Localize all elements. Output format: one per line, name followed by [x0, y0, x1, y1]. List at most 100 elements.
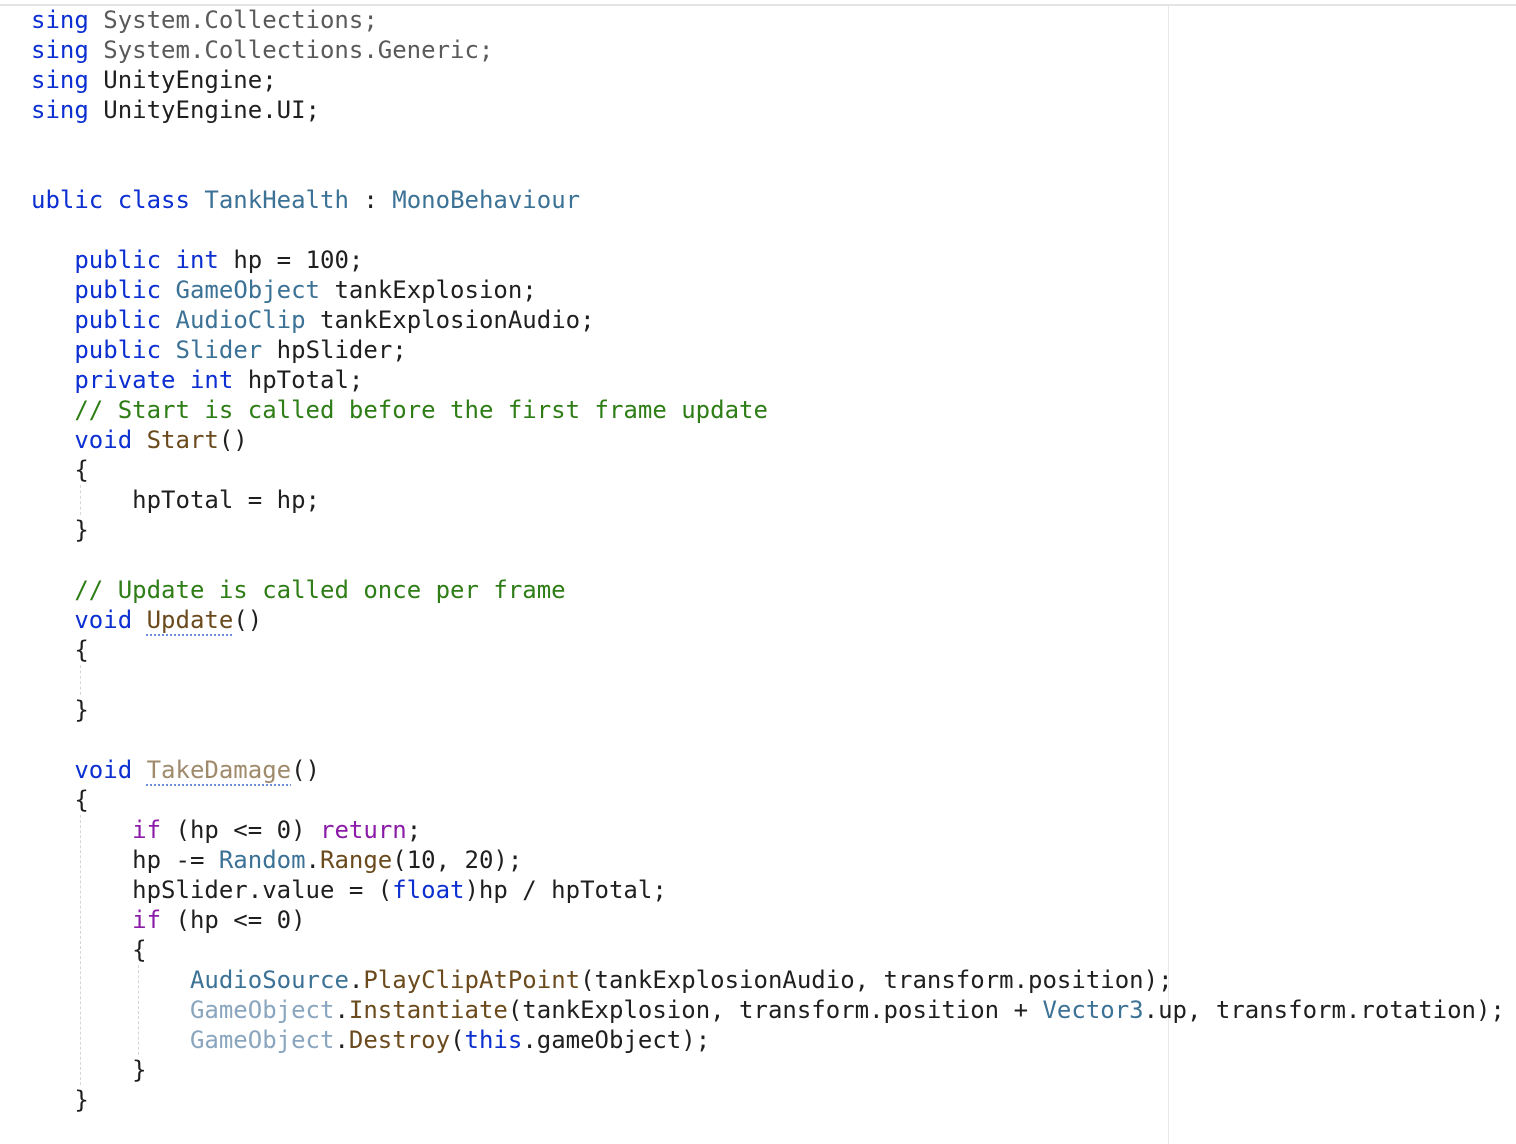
code-line[interactable]: hp -= Random.Range(10, 20); [31, 845, 1511, 875]
indent-guide [80, 815, 81, 1085]
code-token: hpTotal; [233, 366, 364, 394]
code-token: System.Collections; [88, 6, 378, 34]
code-line[interactable]: } [31, 1055, 1511, 1085]
code-token: float [392, 876, 465, 904]
code-line[interactable]: sing System.Collections; [31, 5, 1511, 35]
code-token [31, 366, 74, 394]
code-token: { [31, 456, 89, 484]
code-line[interactable]: public AudioClip tankExplosionAudio; [31, 305, 1511, 335]
code-line[interactable]: ublic class TankHealth : MonoBehaviour [31, 185, 1511, 215]
code-token: public [74, 276, 162, 304]
indent-guide [138, 965, 139, 1055]
code-token: Update [146, 606, 234, 634]
code-token: PlayClipAtPoint [363, 966, 581, 994]
code-token: GameObject [189, 996, 335, 1024]
code-line[interactable]: ​ [31, 155, 1511, 185]
code-line[interactable]: void Update() [31, 605, 1511, 635]
code-line[interactable]: public GameObject tankExplosion; [31, 275, 1511, 305]
indent-guide [80, 485, 81, 515]
code-content[interactable]: sing System.Collections;sing System.Coll… [31, 5, 1511, 1115]
code-token [31, 756, 74, 784]
code-line[interactable]: ​ [31, 725, 1511, 755]
code-token: GameObject [175, 276, 321, 304]
code-token [31, 606, 74, 634]
code-token: hp -= [31, 846, 219, 874]
code-token: } [31, 1056, 147, 1084]
code-token: )hp / hpTotal; [464, 876, 667, 904]
code-token [176, 366, 190, 394]
code-token [132, 606, 146, 634]
code-line[interactable]: ​ [31, 545, 1511, 575]
code-line[interactable]: { [31, 935, 1511, 965]
code-line[interactable]: void Start() [31, 425, 1511, 455]
code-token [31, 246, 74, 274]
code-token: (tankExplosionAudio, transform.position)… [580, 966, 1173, 994]
code-token: Vector3 [1042, 996, 1144, 1024]
code-line[interactable]: } [31, 515, 1511, 545]
code-token [190, 186, 204, 214]
code-line[interactable]: public Slider hpSlider; [31, 335, 1511, 365]
code-line[interactable]: AudioSource.PlayClipAtPoint(tankExplosio… [31, 965, 1511, 995]
code-token: { [31, 786, 89, 814]
code-token: . [334, 1026, 349, 1054]
column-ruler [1168, 6, 1169, 1144]
code-token [132, 756, 146, 784]
code-token: tankExplosion; [320, 276, 537, 304]
code-token: { [31, 936, 147, 964]
code-line[interactable]: void TakeDamage() [31, 755, 1511, 785]
code-line[interactable]: { [31, 455, 1511, 485]
code-token: void [74, 756, 133, 784]
code-token [31, 906, 132, 934]
code-token: public [74, 336, 162, 364]
code-line[interactable]: ​ [31, 665, 1511, 695]
code-token: sing [31, 66, 89, 94]
code-line[interactable]: { [31, 785, 1511, 815]
code-token: () [291, 756, 321, 784]
code-token: } [31, 516, 89, 544]
code-line[interactable]: GameObject.Instantiate(tankExplosion, tr… [31, 995, 1511, 1025]
code-token: tankExplosionAudio; [305, 306, 595, 334]
code-token [161, 336, 175, 364]
code-token [31, 336, 74, 364]
code-token: // Start is called before the first fram… [74, 396, 768, 424]
code-token: GameObject [189, 1026, 335, 1054]
code-token: // Update is called once per frame [74, 576, 566, 604]
code-line[interactable]: sing UnityEngine; [31, 65, 1511, 95]
code-token [161, 246, 175, 274]
code-line[interactable]: hpTotal = hp; [31, 485, 1511, 515]
code-line[interactable]: // Start is called before the first fram… [31, 395, 1511, 425]
code-token: ublic [31, 186, 104, 214]
code-line[interactable]: private int hpTotal; [31, 365, 1511, 395]
code-token: void [74, 606, 133, 634]
code-token: . [334, 996, 349, 1024]
code-token [31, 426, 74, 454]
code-token [31, 396, 74, 424]
code-line[interactable]: ​ [31, 215, 1511, 245]
code-line[interactable]: } [31, 695, 1511, 725]
code-line[interactable]: { [31, 635, 1511, 665]
code-line[interactable]: public int hp = 100; [31, 245, 1511, 275]
editor-top-border [0, 4, 1516, 6]
code-token: this [464, 1026, 523, 1054]
code-line[interactable]: } [31, 1085, 1511, 1115]
code-token: (10, 20); [392, 846, 523, 874]
code-line[interactable]: GameObject.Destroy(this.gameObject); [31, 1025, 1511, 1055]
code-token [31, 1026, 190, 1054]
code-token: .up, transform.rotation); [1143, 996, 1505, 1024]
code-token: class [117, 186, 190, 214]
code-line[interactable]: hpSlider.value = (float)hp / hpTotal; [31, 875, 1511, 905]
code-line[interactable]: sing System.Collections.Generic; [31, 35, 1511, 65]
code-line[interactable]: // Update is called once per frame [31, 575, 1511, 605]
code-line[interactable]: ​ [31, 125, 1511, 155]
code-token: int [189, 366, 234, 394]
code-token: TakeDamage [146, 756, 292, 784]
code-token [161, 276, 175, 304]
code-token [132, 426, 146, 454]
code-line[interactable]: sing UnityEngine.UI; [31, 95, 1511, 125]
code-line[interactable]: if (hp <= 0) [31, 905, 1511, 935]
code-token: () [233, 606, 263, 634]
code-token: public [74, 306, 162, 334]
code-line[interactable]: if (hp <= 0) return; [31, 815, 1511, 845]
code-token [31, 966, 190, 994]
